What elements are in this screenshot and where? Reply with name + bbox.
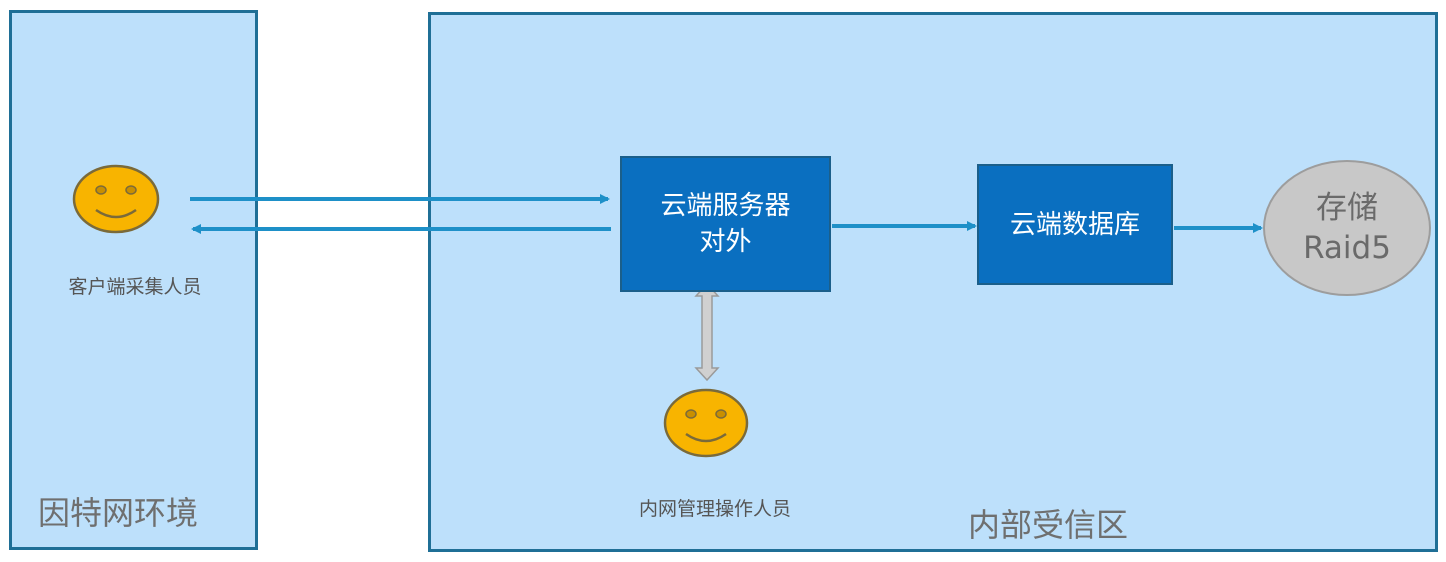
smiley-face-icon [72, 164, 160, 234]
internal-admin-label: 内网管理操作人员 [638, 498, 791, 520]
internet-zone-label: 因特网环境 [38, 494, 199, 532]
storage-title: 存储 [1316, 190, 1378, 226]
internet-zone [9, 10, 258, 550]
storage-raid-label: Raid5 [1303, 230, 1391, 266]
internal-zone-label: 内部受信区 [968, 506, 1129, 544]
double-arrow-server-admin [694, 282, 720, 382]
cloud-database-title: 云端数据库 [1009, 209, 1140, 240]
cloud-server-node: 云端服务器 对外 [620, 156, 831, 292]
cloud-database-node: 云端数据库 [977, 164, 1173, 285]
cloud-server-subtitle: 对外 [699, 227, 752, 257]
client-collector-label: 客户端采集人员 [68, 276, 202, 298]
cloud-server-title: 云端服务器 [660, 191, 791, 221]
smiley-face-icon [663, 388, 749, 458]
storage-raid-node: 存储 Raid5 [1263, 160, 1431, 296]
internal-trusted-zone [428, 12, 1438, 552]
